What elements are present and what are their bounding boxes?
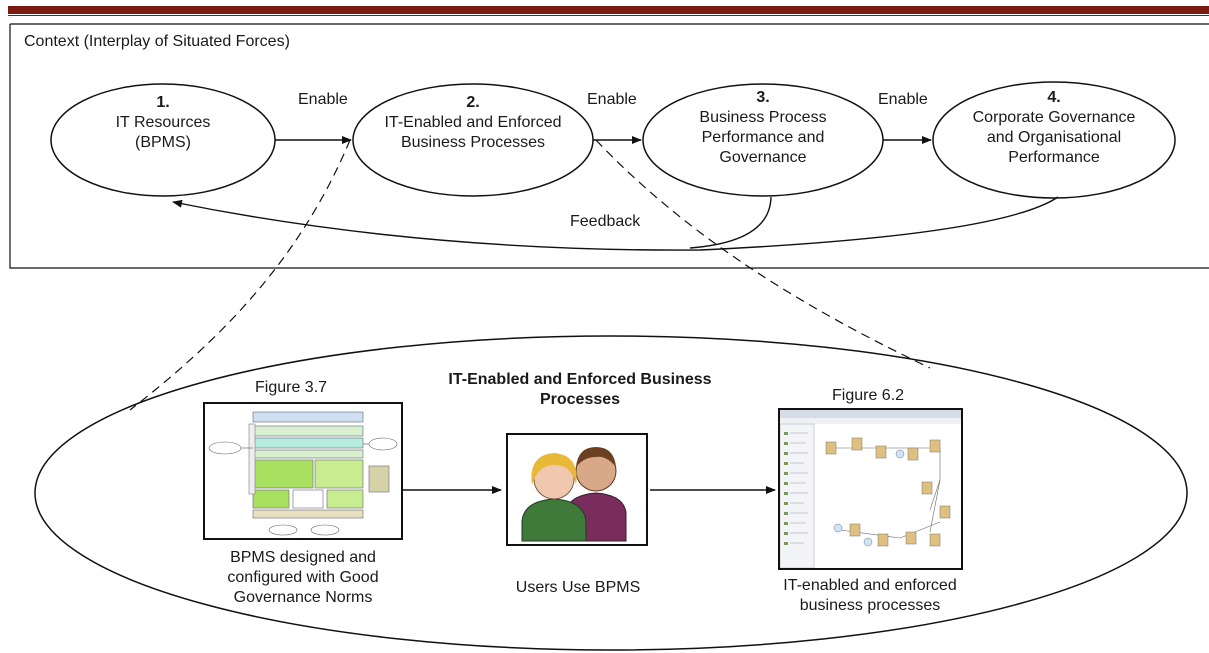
node-1-line-2: (BPMS) xyxy=(135,134,191,151)
node-4-line-1: Corporate Governance xyxy=(972,109,1136,126)
node-4-label: 4. Corporate Governance and Organisation… xyxy=(954,88,1154,168)
users-icon xyxy=(506,433,648,546)
left-description-line-2: configured with Good xyxy=(227,569,379,586)
right-description: IT-enabled and enforced business process… xyxy=(755,576,985,616)
node-2-number: 2. xyxy=(466,94,480,111)
center-description: Users Use BPMS xyxy=(515,579,641,596)
left-description-line-3: Governance Norms xyxy=(233,589,373,606)
detail-title: IT-Enabled and Enforced Business Process… xyxy=(400,370,760,410)
feedback-label: Feedback xyxy=(570,213,641,230)
left-description-line-1: BPMS designed and xyxy=(230,549,376,566)
context-label: Context (Interplay of Situated Forces) xyxy=(24,33,290,50)
node-3-line-3: Governance xyxy=(719,149,807,166)
left-description: BPMS designed and configured with Good G… xyxy=(198,548,408,608)
edge-label-2: Enable xyxy=(587,91,637,108)
edge-label-1: Enable xyxy=(298,91,348,108)
detail-title-line-2: Processes xyxy=(539,391,621,408)
node-4-number: 4. xyxy=(1047,89,1061,106)
node-1-label: 1. IT Resources (BPMS) xyxy=(103,93,223,153)
node-3-line-1: Business Process xyxy=(699,109,827,126)
node-3-label: 3. Business Process Performance and Gove… xyxy=(673,88,853,168)
feedback-curve-3 xyxy=(689,196,772,249)
node-4-line-3: Performance xyxy=(1008,149,1100,166)
fig-left-caption: Figure 3.7 xyxy=(255,379,328,396)
zoom-line-left xyxy=(129,139,351,411)
node-2-line-2: Business Processes xyxy=(400,134,546,151)
right-description-line-2: business processes xyxy=(799,597,941,614)
node-4-ellipse xyxy=(932,81,1176,199)
feedback-curve-4 xyxy=(172,196,1059,251)
right-description-line-1: IT-enabled and enforced xyxy=(783,577,957,594)
header-rule xyxy=(8,6,1209,14)
node-4-line-2: and Organisational xyxy=(986,129,1122,146)
detail-title-line-1: IT-Enabled and Enforced Business xyxy=(448,371,712,388)
zoom-line-right xyxy=(595,139,931,369)
fig-right-caption: Figure 6.2 xyxy=(832,387,905,404)
context-frame xyxy=(9,23,1209,269)
node-1-number: 1. xyxy=(156,94,170,111)
node-3-line-2: Performance and xyxy=(701,129,825,146)
detail-ellipse xyxy=(34,335,1188,651)
bpms-architecture-thumbnail xyxy=(203,402,403,540)
process-model-thumbnail xyxy=(778,408,963,570)
node-2-line-1: IT-Enabled and Enforced xyxy=(384,114,562,131)
node-3-number: 3. xyxy=(756,89,770,106)
header-rule-thin xyxy=(8,15,1209,16)
node-2-label: 2. IT-Enabled and Enforced Business Proc… xyxy=(373,93,573,153)
node-1-line-1: IT Resources xyxy=(115,114,211,131)
edge-label-3: Enable xyxy=(878,91,928,108)
